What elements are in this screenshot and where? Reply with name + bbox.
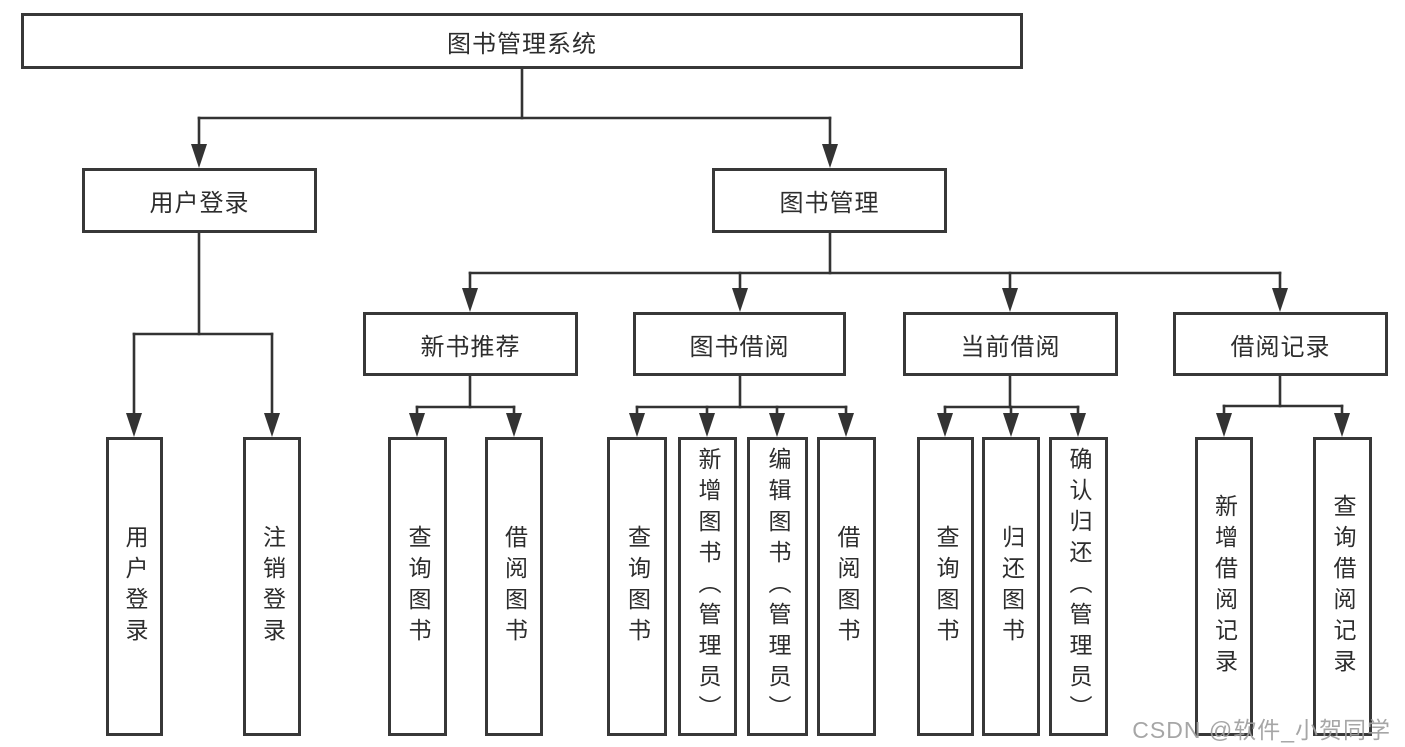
- leaf-borrow-books-recommend: 借阅图书: [485, 437, 543, 736]
- node-book-management: 图书管理: [712, 168, 947, 233]
- node-new-book-recommend: 新书推荐: [363, 312, 578, 376]
- leaf-add-books-admin: 新增图书（管理员）: [678, 437, 737, 736]
- node-borrow-records: 借阅记录: [1173, 312, 1388, 376]
- leaf-edit-books-admin: 编辑图书（管理员）: [747, 437, 808, 736]
- leaf-logout: 注销登录: [243, 437, 301, 736]
- leaf-query-books-current: 查询图书: [917, 437, 974, 736]
- csdn-watermark: CSDN @软件_小贺同学: [1132, 717, 1391, 743]
- node-user-login: 用户登录: [82, 168, 317, 233]
- node-library-system: 图书管理系统: [21, 13, 1023, 69]
- node-book-borrowing: 图书借阅: [633, 312, 846, 376]
- leaf-return-books: 归还图书: [982, 437, 1040, 736]
- leaf-query-borrow-record: 查询借阅记录: [1313, 437, 1372, 736]
- node-current-borrowing: 当前借阅: [903, 312, 1118, 376]
- leaf-add-borrow-record: 新增借阅记录: [1195, 437, 1253, 736]
- leaf-query-books-borrowing: 查询图书: [607, 437, 667, 736]
- leaf-query-books-recommend: 查询图书: [388, 437, 447, 736]
- leaf-confirm-return-admin: 确认归还（管理员）: [1049, 437, 1108, 736]
- leaf-borrow-books-borrowing: 借阅图书: [817, 437, 876, 736]
- leaf-user-login: 用户登录: [106, 437, 163, 736]
